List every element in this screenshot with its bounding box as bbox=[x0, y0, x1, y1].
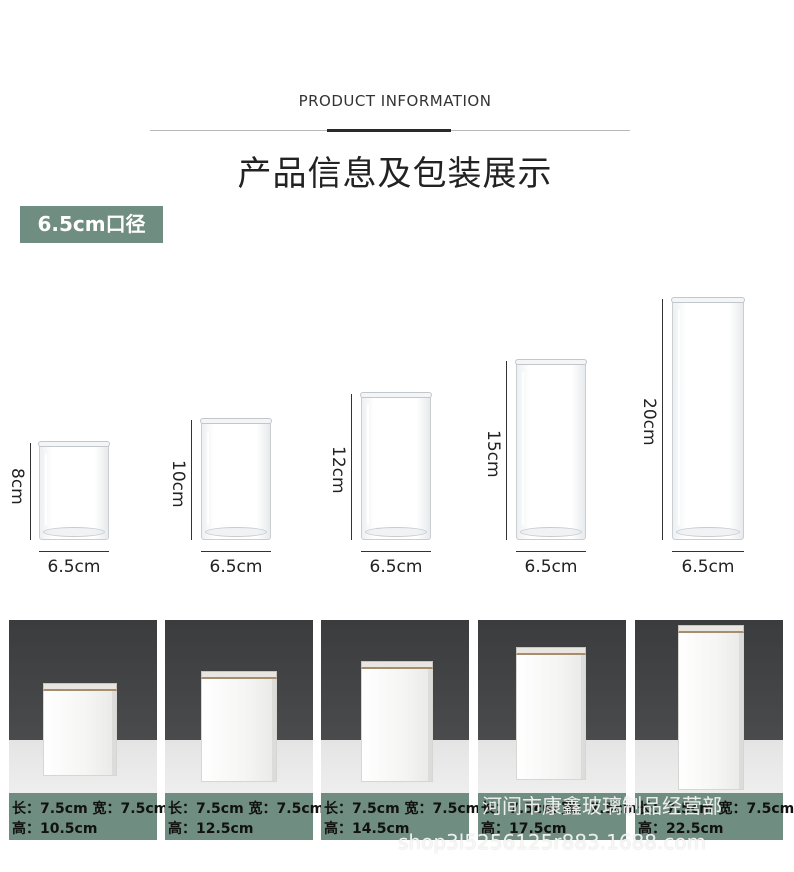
glass-width-label: 6.5cm bbox=[369, 557, 423, 577]
box-dimensions-lw: 长：7.5cm 宽：7.5cm bbox=[324, 801, 481, 817]
box-photo-2: 长：7.5cm 宽：7.5cm 高：12.5cm bbox=[165, 620, 325, 840]
glass-15cm bbox=[515, 359, 587, 540]
glass-height-label: 12cm bbox=[328, 446, 348, 494]
box-dimensions-lw: 长：7.5cm 宽：7.5cm bbox=[12, 801, 169, 817]
box-dimensions-caption: 长：7.5cm 宽：7.5cm 高：14.5cm bbox=[321, 793, 481, 840]
glass-20cm bbox=[671, 297, 745, 540]
box-dimensions-caption: 长：7.5cm 宽：7.5cm 高：22.5cm bbox=[635, 793, 794, 840]
glass-8cm bbox=[38, 441, 110, 540]
glass-height-label: 15cm bbox=[483, 430, 503, 478]
packaging-box bbox=[678, 625, 744, 790]
packaging-box bbox=[43, 683, 117, 776]
watermark-shop-url: shop3l5256125r883.1688.com bbox=[398, 830, 707, 854]
box-dimensions-h: 高：14.5cm bbox=[324, 821, 410, 837]
box-photo-5: 长：7.5cm 宽：7.5cm 高：22.5cm bbox=[635, 620, 794, 840]
height-indicator-20cm bbox=[662, 299, 663, 540]
width-indicator bbox=[516, 551, 586, 552]
box-photo-3: 长：7.5cm 宽：7.5cm 高：14.5cm bbox=[321, 620, 481, 840]
box-dimensions-lw: 长：7.5cm 宽：7.5cm bbox=[168, 801, 325, 817]
glass-width-label: 6.5cm bbox=[47, 557, 101, 577]
width-indicator bbox=[361, 551, 431, 552]
packaging-box bbox=[201, 671, 277, 782]
width-indicator bbox=[201, 551, 271, 552]
box-dimensions-h: 高：22.5cm bbox=[638, 821, 724, 837]
glass-size-diagram: 8cm 6.5cm 10cm 6.5cm 12cm 6.5cm 15cm 6.5… bbox=[0, 280, 790, 590]
box-dimensions-h: 高：10.5cm bbox=[12, 821, 98, 837]
glass-width-label: 6.5cm bbox=[681, 557, 735, 577]
header-title-en: PRODUCT INFORMATION bbox=[298, 92, 492, 110]
glass-width-label: 6.5cm bbox=[524, 557, 578, 577]
glass-height-label: 10cm bbox=[168, 460, 188, 508]
box-dimensions-lw: 长：7.5cm 宽：7.5cm bbox=[638, 801, 794, 817]
height-indicator-10cm bbox=[191, 420, 192, 540]
glass-width-label: 6.5cm bbox=[209, 557, 263, 577]
box-photo-1: 长：7.5cm 宽：7.5cm 高：10.5cm bbox=[9, 620, 169, 840]
box-dimensions-caption: 长：7.5cm 宽：7.5cm 高：12.5cm bbox=[165, 793, 325, 840]
packaging-box bbox=[361, 661, 433, 782]
packaging-box bbox=[516, 647, 586, 780]
width-indicator bbox=[39, 551, 109, 552]
box-dimensions-caption: 长：7.5cm 宽：7.5cm 高：10.5cm bbox=[9, 793, 169, 840]
glass-height-label: 20cm bbox=[639, 398, 659, 446]
box-photo-4: 长：7.5cm 宽：7.5cm 高：17.5cm bbox=[478, 620, 638, 840]
height-indicator-8cm bbox=[30, 443, 31, 540]
watermark-shop-name: 河间市康鑫玻璃制品经营部 bbox=[482, 794, 722, 818]
header-divider-accent bbox=[327, 129, 451, 132]
box-dimensions-lw: 长：7.5cm 宽：7.5cm bbox=[481, 801, 638, 817]
box-dimensions-h: 高：17.5cm bbox=[481, 821, 567, 837]
width-indicator bbox=[672, 551, 744, 552]
glass-10cm bbox=[200, 418, 272, 540]
box-dimensions-caption: 长：7.5cm 宽：7.5cm 高：17.5cm bbox=[478, 793, 638, 840]
diameter-badge: 6.5cm口径 bbox=[20, 206, 163, 243]
glass-12cm bbox=[360, 392, 432, 540]
glass-height-label: 8cm bbox=[7, 468, 27, 505]
box-dimensions-h: 高：12.5cm bbox=[168, 821, 254, 837]
header-title-cn: 产品信息及包装展示 bbox=[237, 154, 553, 194]
height-indicator-12cm bbox=[351, 394, 352, 540]
height-indicator-15cm bbox=[506, 361, 507, 540]
